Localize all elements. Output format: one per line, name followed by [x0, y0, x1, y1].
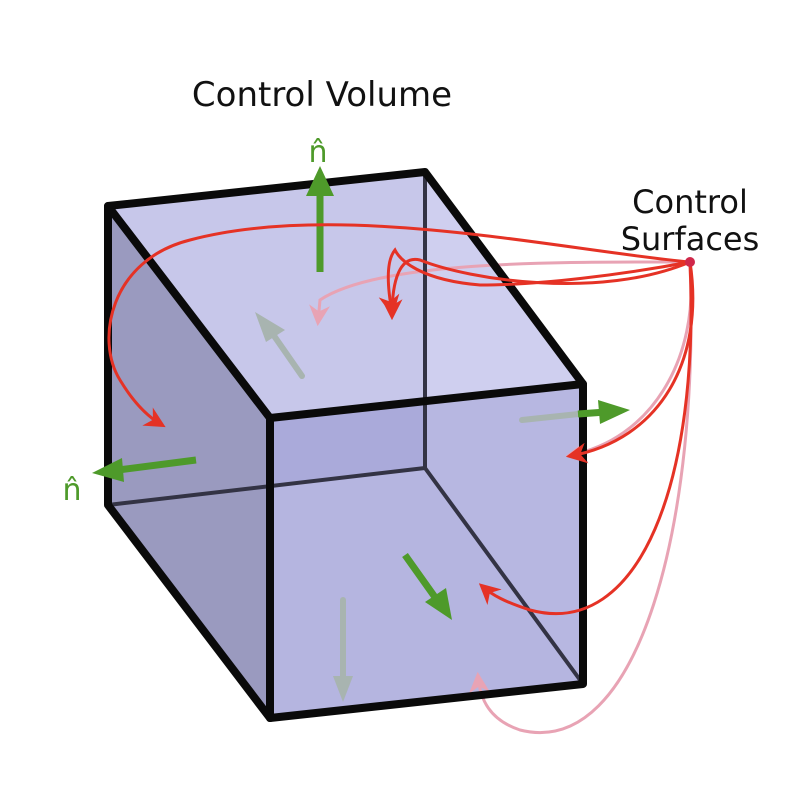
normal-arrow-right-head	[598, 400, 630, 424]
hidden-normal-back-head	[255, 312, 285, 342]
normal-arrow-left	[117, 456, 197, 474]
pointer-arrow-top-face	[381, 257, 691, 321]
inner-shadow	[270, 400, 425, 485]
normal-arrow-bottom	[402, 552, 440, 603]
hidden-normal-back	[267, 327, 305, 379]
pointer-arrows	[107, 223, 695, 616]
pointer-arrow-left-face	[107, 223, 691, 428]
pointer-arrow-back-face	[378, 247, 691, 317]
faded-pointer-bottom	[468, 261, 693, 734]
faded-pointer-back	[309, 260, 691, 327]
outline-edge	[104, 168, 587, 722]
hidden-normal-right-in	[519, 410, 591, 423]
control-surfaces-label-line2: Surfaces	[621, 220, 760, 258]
hidden-normal-bottom-head	[333, 676, 353, 702]
hidden-edge-bottom	[423, 466, 585, 686]
faded-pointer-right	[565, 261, 693, 463]
normal-arrow-bottom-head	[425, 588, 452, 620]
pointer-arrow-front-face	[478, 261, 693, 616]
normal-arrows	[92, 166, 630, 620]
pointer-arrow-right-face	[565, 261, 695, 464]
anchor-dot	[685, 257, 695, 267]
normal-label-left: n̂	[62, 473, 81, 508]
normal-arrow-top-head	[306, 166, 334, 196]
volume-edges	[104, 168, 587, 722]
hidden-normals	[255, 312, 591, 702]
control-surfaces-label-line1: Control	[632, 183, 748, 221]
normal-arrow-left-head	[92, 458, 124, 482]
normal-label-top: n̂	[308, 135, 327, 170]
diagram-title: Control Volume	[192, 75, 452, 115]
